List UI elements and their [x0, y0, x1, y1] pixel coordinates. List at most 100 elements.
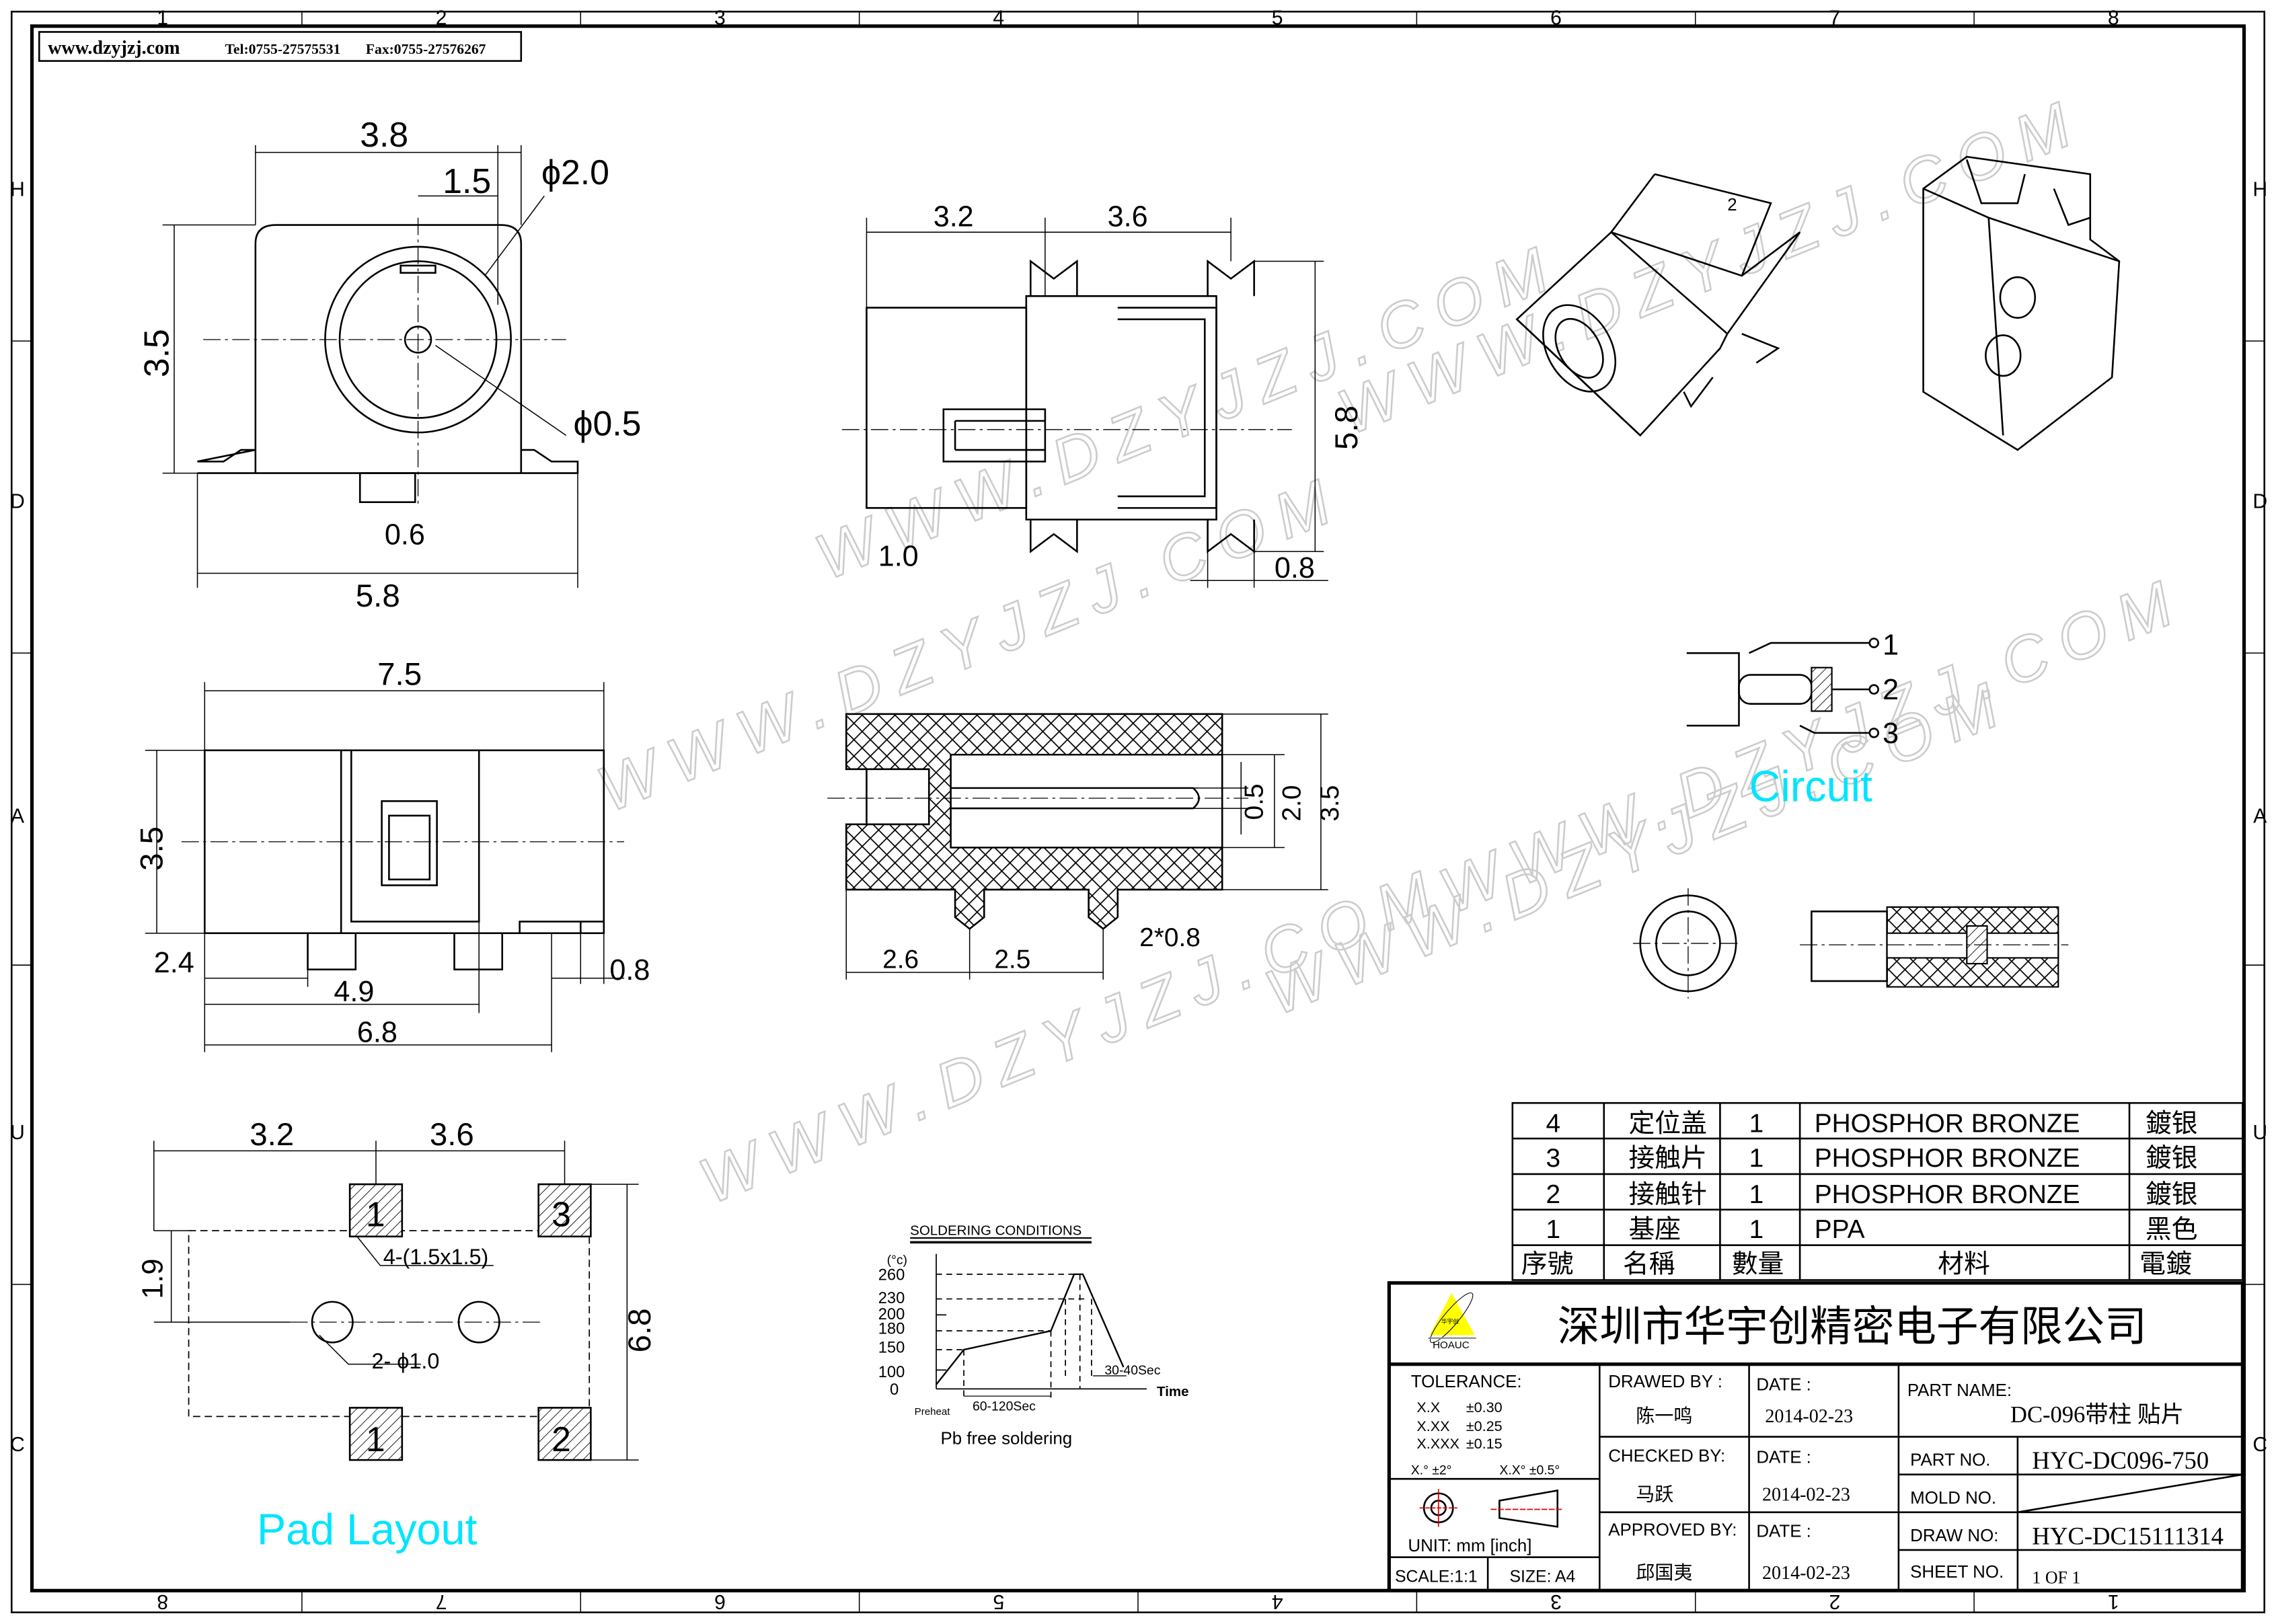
sheet-no-label: SHEET NO. [1910, 1563, 2004, 1582]
dim-pad-height: 6.8 [622, 1308, 658, 1352]
title-block: 华宇创 HOAUC 深圳市华宇创精密电子有限公司 TOLERANCE: X.X±… [1387, 1281, 2244, 1592]
frame-bottom-2: 2 [1829, 1590, 1841, 1613]
tel-text: Tel:0755-27575531 [225, 41, 341, 57]
dim-pad-offset: 1.9 [137, 1259, 169, 1299]
top-view: 3.2 3.6 5.8 1.0 0.8 [841, 201, 1365, 588]
drawn-by-label: DRAWED BY : [1608, 1372, 1722, 1391]
sheet-no-value: 1 OF 1 [2032, 1568, 2080, 1588]
drawn-by-name: 陈一鸣 [1636, 1405, 1692, 1427]
pad-layout: 1 3 1 2 3.2 3.6 1.9 6.8 4-(1.5x1.5) 2- ϕ… [137, 1117, 658, 1553]
dim-top-tab: 0.8 [1275, 552, 1315, 584]
svg-text:電鍍: 電鍍 [2139, 1250, 2192, 1279]
draw-no-label: DRAW NO: [1910, 1526, 1998, 1545]
size-label: SIZE: A4 [1509, 1568, 1575, 1586]
preheat-label: Preheat [915, 1406, 951, 1418]
svg-text:±0.25: ±0.25 [1466, 1418, 1503, 1434]
frame-bottom-8: 8 [157, 1590, 168, 1613]
frame-col-6: 6 [1550, 7, 1562, 30]
dim-front-width-bottom: 5.8 [356, 578, 400, 614]
pad-label-3: 3 [552, 1195, 571, 1234]
svg-text:2: 2 [1727, 196, 1737, 215]
svg-text:1: 1 [1749, 1215, 1764, 1244]
frame-row-b-right: D [2252, 490, 2267, 512]
date-label: DATE : [1756, 1448, 1811, 1467]
frame-bottom-1: 1 [2108, 1590, 2119, 1613]
dim-front-pin-width: 0.6 [385, 518, 425, 551]
frame-row-h-right: H [2252, 178, 2267, 200]
scale-label: SCALE:1:1 [1395, 1568, 1478, 1586]
frame-col-8: 8 [2108, 7, 2119, 30]
frame-row-a: A [11, 806, 25, 828]
dim-pad-right: 3.6 [430, 1117, 474, 1153]
frame-bottom-7: 7 [436, 1590, 447, 1613]
soldering-title: SOLDERING CONDITIONS [910, 1223, 1082, 1239]
frame-bottom-4: 4 [1272, 1590, 1283, 1613]
svg-text:接触片: 接触片 [1628, 1144, 1707, 1173]
y-tick-100: 100 [878, 1364, 905, 1381]
peak-time-label: 30-40Sec [1104, 1363, 1160, 1378]
company-logo: 华宇创 HOAUC [1428, 1292, 1476, 1351]
y-tick-180: 180 [878, 1320, 905, 1338]
projection-symbol-icon [1419, 1489, 1564, 1528]
dim-side-mid: 4.9 [334, 976, 374, 1008]
bom-header-row: 序號名稱數量材料電鍍 [1521, 1250, 2192, 1279]
dim-section-hole: 2.0 [1278, 785, 1307, 822]
svg-text:WWW.DZYJZJ.COM: WWW.DZYJZJ.COM [1430, 563, 2195, 927]
svg-text:鍍银: 鍍银 [2146, 1180, 2198, 1209]
checked-by-label: CHECKED BY: [1608, 1446, 1725, 1465]
frame-bottom-5: 5 [993, 1590, 1004, 1613]
circuit-title: Circuit [1749, 761, 1872, 810]
frame-row-c: C [10, 1434, 25, 1456]
isometric-view-back [1922, 155, 2121, 451]
frame-row-u: U [10, 1122, 25, 1144]
svg-text:接触针: 接触针 [1628, 1180, 1707, 1209]
soldering-profile-chart: SOLDERING CONDITIONS (°c) 260 230 200 18… [878, 1223, 1189, 1448]
y-tick-0: 0 [890, 1381, 899, 1399]
svg-text:鍍银: 鍍银 [2146, 1109, 2198, 1138]
svg-text:PHOSPHOR BRONZE: PHOSPHOR BRONZE [1815, 1109, 2080, 1138]
y-tick-200: 200 [878, 1306, 905, 1323]
frame-col-5: 5 [1272, 7, 1283, 30]
soldering-profile-line [936, 1273, 1125, 1385]
company-name: 深圳市华宇创精密电子有限公司 [1558, 1303, 2147, 1350]
frame-row-c-right: C [2252, 1434, 2267, 1456]
svg-text:PHOSPHOR BRONZE: PHOSPHOR BRONZE [1815, 1180, 2080, 1209]
svg-text:X.° ±2°: X.° ±2° [1411, 1463, 1452, 1478]
frame-col-4: 4 [993, 7, 1004, 30]
dim-top-offset: 1.0 [878, 541, 919, 573]
soldering-unit: (°c) [887, 1253, 907, 1268]
y-tick-260: 260 [878, 1267, 905, 1284]
watermark: WWW.DZYJZJ.COM WWW.DZYJZJ.COM WWW.DZYJZJ… [587, 83, 2196, 1219]
front-view: 3.8 1.5 ϕ2.0 3.5 ϕ0.5 0.6 5.8 [137, 115, 641, 614]
drawn-date: 2014-02-23 [1765, 1406, 1853, 1427]
svg-text:1: 1 [1749, 1109, 1764, 1138]
dim-side-length: 7.5 [377, 657, 422, 693]
date-label: DATE : [1756, 1376, 1811, 1395]
svg-text:±0.15: ±0.15 [1466, 1435, 1503, 1452]
dim-section-height: 3.5 [1316, 785, 1344, 822]
svg-text:4: 4 [1546, 1109, 1560, 1138]
dim-front-width-top: 3.8 [360, 115, 408, 154]
preheat-time-label: 60-120Sec [973, 1399, 1036, 1414]
x-axis-label: Time [1157, 1384, 1188, 1399]
dim-side-height: 3.5 [135, 826, 170, 871]
svg-text:X.X° ±0.5°: X.X° ±0.5° [1499, 1463, 1560, 1478]
frame-col-2: 2 [436, 7, 447, 30]
circuit-pin-2: 2 [1883, 674, 1899, 706]
pad-layout-title: Pad Layout [257, 1504, 478, 1553]
dim-section-left: 2.6 [882, 945, 919, 974]
approved-by-label: APPROVED BY: [1608, 1520, 1737, 1539]
svg-text:PPA: PPA [1815, 1215, 1865, 1244]
bom-row: 4 定位盖 1 PHOSPHOR BRONZE 鍍银 [1546, 1109, 2197, 1138]
frame-row-a-right: A [2253, 806, 2267, 828]
svg-text:鍍银: 鍍银 [2146, 1144, 2198, 1173]
drawing-frame: 1 2 3 4 5 6 7 8 8 7 6 5 4 3 2 1 H D A U … [10, 7, 2267, 1614]
pad-label-1-bottom: 1 [366, 1420, 385, 1459]
svg-text:定位盖: 定位盖 [1628, 1109, 1707, 1138]
svg-text:华宇创: 华宇创 [1441, 1317, 1459, 1325]
frame-col-7: 7 [1829, 7, 1841, 30]
svg-text:1: 1 [1749, 1144, 1764, 1173]
svg-text:1: 1 [1749, 1180, 1764, 1209]
